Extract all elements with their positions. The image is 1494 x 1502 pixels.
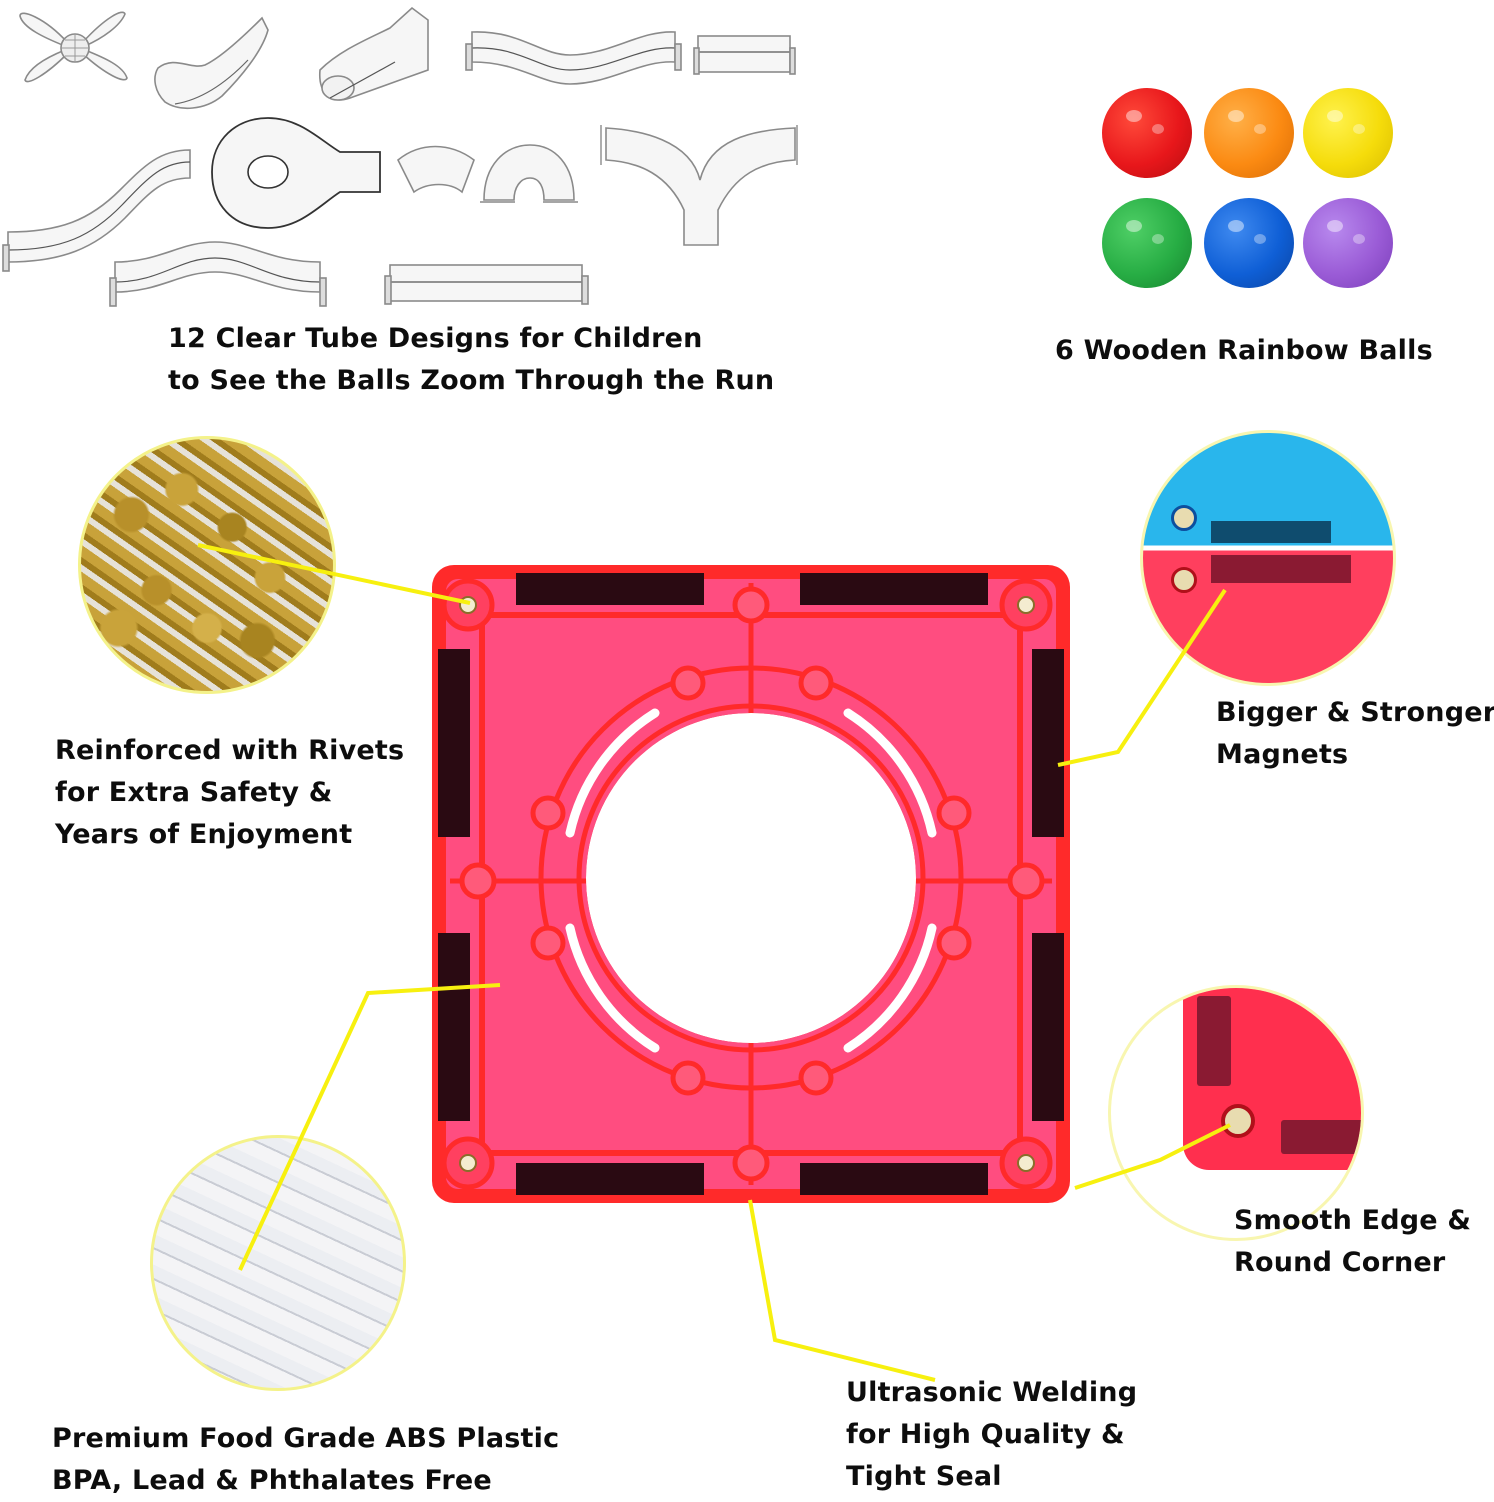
rivets-caption-line-3: Years of Enjoyment: [55, 819, 353, 850]
ball-green-icon: [1102, 198, 1192, 288]
edges-inset: [1108, 985, 1364, 1241]
corner-magnet-vertical: [1197, 996, 1231, 1086]
rivets-caption-line-2: for Extra Safety &: [55, 777, 333, 808]
tubes-caption-line-2: to See the Balls Zoom Through the Run: [168, 365, 775, 396]
rainbow-balls-grid: [1100, 88, 1400, 288]
corner-rivet: [1221, 1104, 1255, 1138]
plastic-caption: Premium Food Grade ABS Plastic BPA, Lead…: [52, 1418, 559, 1502]
magnetic-tile: [430, 563, 1072, 1205]
welding-caption-line-2: for High Quality &: [846, 1419, 1125, 1450]
magnets-caption-line-2: Magnets: [1216, 739, 1349, 770]
plastic-caption-line-2: BPA, Lead & Phthalates Free: [52, 1465, 492, 1496]
plastic-inset: [150, 1135, 406, 1391]
ball-blue-icon: [1204, 198, 1294, 288]
edges-caption-line-1: Smooth Edge &: [1234, 1205, 1472, 1236]
magnets-caption-line-1: Bigger & Stronger: [1216, 697, 1494, 728]
welding-caption-line-1: Ultrasonic Welding: [846, 1377, 1138, 1408]
magnetic-tile-icon: [432, 565, 1070, 1203]
corner-magnet-horizontal: [1281, 1120, 1361, 1154]
clear-tubes-icon: [2, 6, 798, 307]
magnet-red-strip: [1211, 555, 1351, 583]
rivets-inset: [78, 436, 336, 694]
edges-caption-line-2: Round Corner: [1234, 1247, 1446, 1278]
magnet-edge-closeup-icon: [1211, 521, 1331, 543]
rivets-caption-line-1: Reinforced with Rivets: [55, 735, 405, 766]
ball-orange-icon: [1204, 88, 1294, 178]
edges-caption: Smooth Edge & Round Corner: [1234, 1200, 1471, 1284]
welding-caption-line-3: Tight Seal: [846, 1461, 1002, 1492]
rivet-blue: [1171, 505, 1197, 531]
ball-yellow-icon: [1303, 88, 1393, 178]
ball-red-icon: [1102, 88, 1192, 178]
tubes-caption: 12 Clear Tube Designs for Children to Se…: [168, 318, 774, 402]
magnets-inset: [1140, 430, 1396, 686]
rivets-caption: Reinforced with Rivets for Extra Safety …: [55, 730, 404, 856]
magnets-caption: Bigger & Stronger Magnets: [1216, 692, 1494, 776]
balls-caption: 6 Wooden Rainbow Balls: [1055, 335, 1433, 366]
plastic-caption-line-1: Premium Food Grade ABS Plastic: [52, 1423, 560, 1454]
welding-caption: Ultrasonic Welding for High Quality & Ti…: [846, 1372, 1137, 1498]
rivet-red: [1171, 567, 1197, 593]
tubes-caption-line-1: 12 Clear Tube Designs for Children: [168, 323, 703, 354]
ball-purple-icon: [1303, 198, 1393, 288]
tube-designs-illustration: [0, 0, 810, 310]
